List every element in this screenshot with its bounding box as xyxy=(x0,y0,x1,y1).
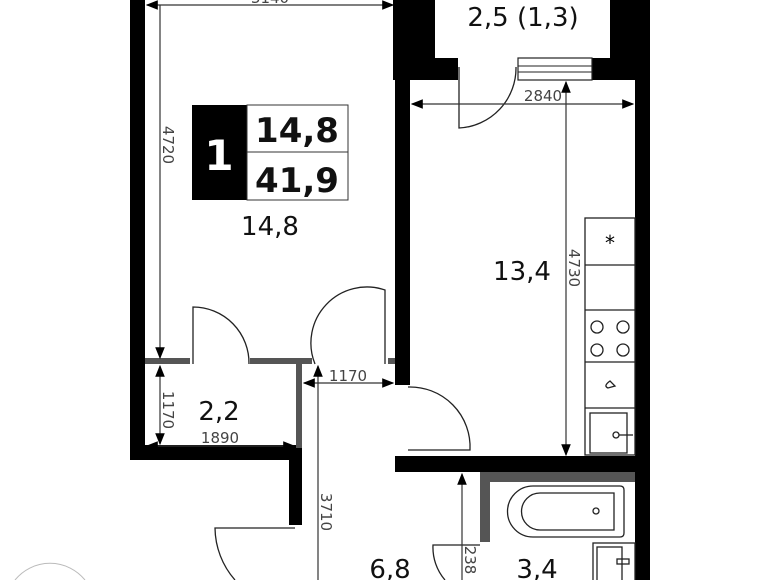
hob-icon xyxy=(590,320,630,357)
washbasin-icon xyxy=(592,542,636,580)
door-icon[interactable] xyxy=(14,66,517,580)
total-area: 41,9 xyxy=(255,161,339,201)
dim-hall-length: 3710 xyxy=(317,493,335,531)
apartment-badge: 1 14,8 41,9 xyxy=(192,104,349,201)
bathtub-icon xyxy=(506,485,625,538)
room-count: 1 xyxy=(204,131,233,180)
dim-bedroom-width: 3140 xyxy=(251,0,289,7)
dim-kitchen-width: 2840 xyxy=(524,87,562,105)
dishwasher-icon xyxy=(605,380,617,389)
living-area: 14,8 xyxy=(255,111,339,151)
dim-bedroom-length: 4720 xyxy=(159,126,177,164)
window-icon xyxy=(517,57,593,81)
walls xyxy=(130,0,650,580)
dim-bathroom-length: 238 xyxy=(461,546,479,575)
dimension-labels: 3140 4720 2840 4730 1170 1170 1890 3710 … xyxy=(159,0,583,574)
fridge-icon: * xyxy=(605,231,615,255)
dim-kitchen-length: 4730 xyxy=(565,249,583,287)
area-storage: 2,2 xyxy=(198,397,239,427)
kitchen-sink-icon xyxy=(589,412,633,454)
dim-hall-width: 1170 xyxy=(329,367,367,385)
dim-storage-width: 1890 xyxy=(201,429,239,447)
area-bathroom: 3,4 xyxy=(516,555,557,580)
dim-storage-depth: 1170 xyxy=(159,391,177,429)
area-bedroom: 14,8 xyxy=(241,212,299,242)
area-balcony: 2,5 (1,3) xyxy=(467,3,578,33)
area-kitchen: 13,4 xyxy=(493,257,551,287)
room-labels: 14,8 2,5 (1,3) 13,4 2,2 6,8 3,4 xyxy=(198,3,578,580)
area-hall: 6,8 xyxy=(369,555,410,580)
